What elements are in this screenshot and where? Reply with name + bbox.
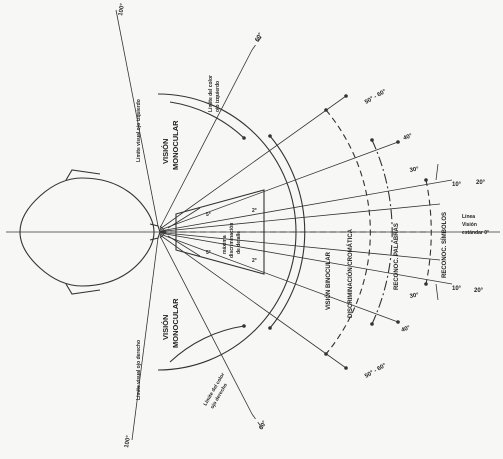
line-60-top-ext <box>251 35 263 51</box>
angle-5-left: 5° <box>206 212 211 218</box>
svg-text:ojo izquierdo: ojo izquierdo <box>215 81 221 112</box>
svg-text:estándar 0°: estándar 0° <box>462 230 489 236</box>
svg-text:VISIÓN: VISIÓN <box>161 315 170 340</box>
angle-40-right: 40° <box>401 325 412 334</box>
svg-text:Límite del color: Límite del color <box>208 75 214 112</box>
limit-line-left-eye <box>115 9 159 227</box>
svg-text:discriminación: discriminación <box>229 223 235 258</box>
angle-2-right: 2° <box>252 258 257 264</box>
angle-10-left: 10° <box>452 182 462 188</box>
line-30-bottom <box>159 233 399 323</box>
zone-reconoc-simbolos: RECONOC. SÍMBOLOS <box>440 212 448 278</box>
angle-2-left: 2° <box>252 208 257 214</box>
angle-60-left: 60° <box>255 32 265 43</box>
monocular-arc-inner-top <box>169 101 245 139</box>
angle-50-left: 50° - 60° <box>364 88 388 105</box>
svg-text:Línea: Línea <box>462 214 475 220</box>
detail-zone <box>159 189 265 275</box>
detail-trapezoid <box>175 189 265 275</box>
angle-40-left: 40° <box>403 133 414 142</box>
line-30-top <box>159 141 399 231</box>
angle-100-left: 100° <box>118 2 126 16</box>
line-20-bottom <box>159 232 453 285</box>
line-60-bottom-ext <box>251 413 263 429</box>
angle-20-right: 20° <box>474 288 484 294</box>
arc-binocular <box>269 135 306 329</box>
ear-top <box>65 169 101 181</box>
angle-100-right: 100° <box>124 434 132 448</box>
angle-5-right: 5° <box>206 250 211 256</box>
arc-ticks <box>242 94 428 370</box>
zone-discriminacion-cromatica: DISCRIMINACIÓN CROMÁTICA <box>346 228 354 318</box>
focus-point <box>159 225 167 239</box>
monocular-right-label: VISIÓN MONOCULAR <box>161 298 180 348</box>
angle-20-left: 20° <box>476 180 486 186</box>
angle-30-left: 30° <box>409 166 420 174</box>
angle-30-right: 30° <box>409 292 420 300</box>
limite-visual-der: Límite visual ojo derecho <box>136 340 142 400</box>
limite-color-der: Límite del color ojo derecho <box>203 372 229 410</box>
detail-label: máxima discriminación de detalle <box>222 223 242 258</box>
svg-text:VISIÓN: VISIÓN <box>161 139 170 164</box>
angle-60-right: 60° <box>259 420 269 431</box>
zone-vision-binocular: VISIÓN BINOCULAR <box>324 251 332 310</box>
svg-text:de detalle: de detalle <box>236 231 242 254</box>
detail-inner-lines <box>167 207 201 257</box>
svg-text:MONOCULAR: MONOCULAR <box>171 120 180 170</box>
sight-line-label: Línea Visión estándar 0° <box>462 214 489 236</box>
head <box>19 169 161 295</box>
line-20-top <box>159 179 453 232</box>
monocular-left-label: VISIÓN MONOCULAR <box>161 120 180 170</box>
svg-text:Visión: Visión <box>462 222 477 228</box>
svg-text:MONOCULAR: MONOCULAR <box>171 298 180 348</box>
line-10-top <box>159 203 441 232</box>
angle-50-right: 50° - 60° <box>364 362 388 379</box>
symbol-arrows <box>435 163 439 301</box>
limite-visual-izq: Límite visual ojo izquierdo <box>136 99 142 162</box>
arc-discrimination <box>325 109 371 355</box>
line-60-bottom <box>159 235 253 415</box>
svg-text:máxima: máxima <box>222 235 228 254</box>
line-40-bottom <box>159 234 347 369</box>
limite-color-izq: Límite del color ojo izquierdo <box>208 75 221 112</box>
monocular-arc-inner-bottom <box>169 325 245 363</box>
line-40-top <box>159 95 347 230</box>
head-outline <box>19 177 155 287</box>
limit-line-right-eye <box>131 237 159 441</box>
zone-reconoc-palabras: RECONOC. PALABRAS <box>394 223 400 290</box>
ear-bottom <box>65 283 101 295</box>
line-60-top <box>159 49 253 229</box>
angle-10-right: 10° <box>452 286 462 292</box>
line-10-bottom <box>159 232 441 261</box>
arc-symbols <box>425 179 432 285</box>
arc-words <box>371 139 393 325</box>
